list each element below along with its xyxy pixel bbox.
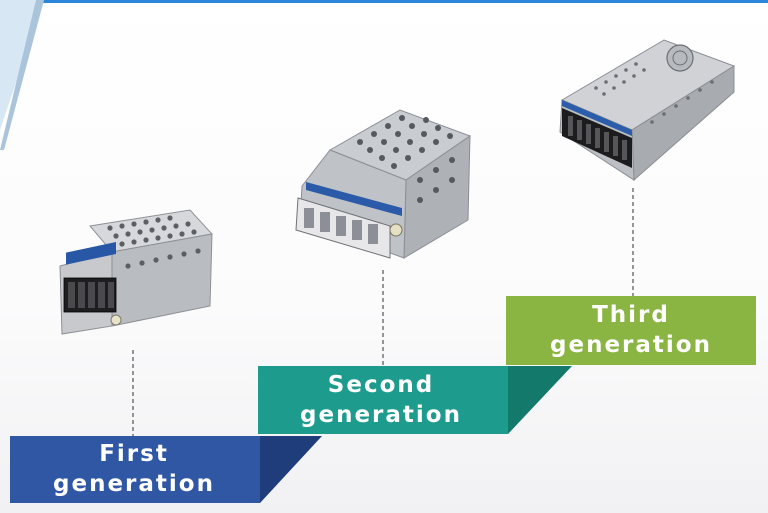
step-label-first-line1: First [99,441,169,467]
step-label-second-line2: generation [300,402,462,428]
step-label-third-line2: generation [550,332,712,358]
step-block-second [258,366,508,434]
medium-power-supply-icon [295,109,472,259]
top-accent-bar [0,0,768,3]
large-power-supply-icon [559,39,736,182]
step-label-third-line1: Third [592,302,670,328]
corner-decoration [0,0,44,150]
step-block-third [506,296,756,365]
step-label-second-line1: Second [327,372,435,398]
step-riser-1 [260,436,322,503]
step-label-first: First generation [12,439,256,499]
small-power-supply-icon [59,209,213,335]
step-label-third: Third generation [506,300,756,360]
step-riser-2 [508,366,572,434]
step-label-second: Second generation [258,370,504,430]
step-label-first-line2: generation [53,471,215,497]
step-block-first [10,436,260,503]
